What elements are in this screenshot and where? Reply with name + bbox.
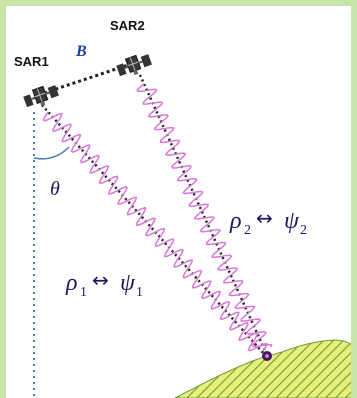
psi-symbol: ψ <box>120 270 136 296</box>
satellite-icon <box>116 54 152 77</box>
range-phase-label-1: ρ 1 ↔ ψ 1 <box>65 268 143 300</box>
equivalence-arrow: ↔ <box>256 206 273 230</box>
sar1-label: SAR1 <box>14 54 49 69</box>
psi-symbol: ψ <box>284 208 300 234</box>
range-phase-label-2: ρ 2 ↔ ψ 2 <box>229 206 307 238</box>
radar-wave-1 <box>42 111 268 352</box>
psi-subscript: 1 <box>136 285 143 300</box>
ground-target-icon <box>262 351 272 361</box>
equivalence-arrow: ↔ <box>92 268 109 292</box>
psi-subscript: 2 <box>300 223 307 238</box>
look-angle-label: θ <box>50 178 60 200</box>
rho-symbol: ρ <box>229 208 242 234</box>
baseline-label: B <box>75 43 87 60</box>
terrain-surface <box>174 339 351 398</box>
look-angle-arc <box>33 146 70 160</box>
satellite-icon <box>23 85 59 108</box>
ray-1 <box>41 104 266 356</box>
rho-subscript: 2 <box>244 223 251 238</box>
sar2-label: SAR2 <box>110 18 145 33</box>
baseline-line <box>43 63 129 95</box>
rho-symbol: ρ <box>65 270 78 296</box>
radar-wave-2 <box>136 83 273 348</box>
rho-subscript: 1 <box>80 285 87 300</box>
